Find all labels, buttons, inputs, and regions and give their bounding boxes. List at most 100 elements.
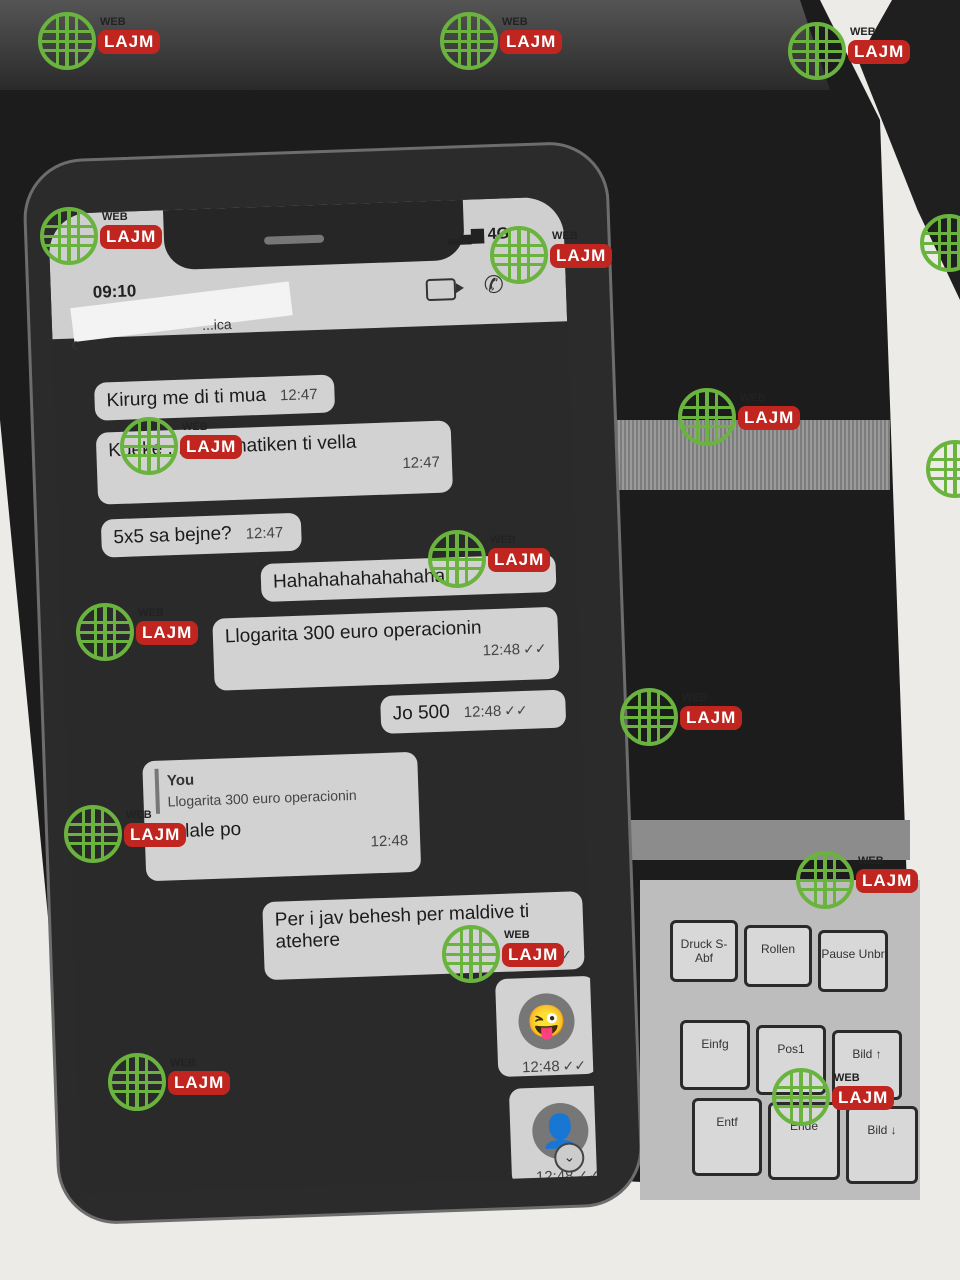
globe-icon: [440, 12, 498, 70]
message-text: 5x5 sa bejne?: [113, 523, 233, 549]
watermark-web: WEB: [100, 16, 126, 28]
key-scroll: Rollen: [744, 925, 812, 987]
watermark-logo: WEB LAJM: [678, 388, 808, 452]
watermark-badge: LAJM: [550, 244, 613, 268]
watermark-badge: LAJM: [832, 1086, 895, 1110]
globe-icon: [796, 851, 854, 909]
watermark-logo: WEB LAJM: [428, 530, 558, 594]
watermark-badge: LAJM: [488, 548, 551, 572]
message-text: Hahahahahahahaha: [272, 565, 446, 593]
phone-screen: 09:10 ▂▄▆4G ‹ ...ica ✆ Kirurg me di ti m…: [48, 196, 597, 1194]
watermark-logo: WEB LAJM: [40, 207, 170, 271]
watermark-web: WEB: [182, 421, 208, 433]
watermark-web: WEB: [552, 230, 578, 242]
watermark-badge: LAJM: [848, 40, 911, 64]
watermark-badge: LAJM: [502, 943, 565, 967]
watermark-web: WEB: [102, 211, 128, 223]
message-text: Jo 500: [392, 701, 451, 725]
watermark-web: WEB: [126, 809, 152, 821]
quote-text: Llogarita 300 euro operacionin: [167, 786, 357, 810]
message-incoming[interactable]: Kirurg me di ti mua 12:47: [93, 374, 336, 421]
watermark-badge: LAJM: [136, 621, 199, 645]
phone-notch: [162, 199, 465, 271]
watermark-web: WEB: [170, 1057, 196, 1069]
key-print: Druck S-Abf: [670, 920, 738, 982]
watermark-logo: WEB LAJM: [490, 226, 620, 290]
key-delete: Entf: [692, 1098, 762, 1176]
message-outgoing[interactable]: Llogarita 300 euro operacionin 12:48✓✓: [212, 606, 560, 691]
message-time: 12:48: [521, 1057, 560, 1077]
globe-icon: [38, 12, 96, 70]
message-sticker[interactable]: 😜 12:48✓✓: [495, 975, 597, 1078]
globe-icon: [620, 688, 678, 746]
watermark-logo: WEB LAJM: [38, 12, 168, 76]
signal-bars-icon: ▂▄▆: [447, 226, 484, 245]
watermark-logo: [920, 214, 960, 278]
watermark-logo: WEB LAJM: [620, 688, 750, 752]
watermark-logo: WEB LAJM: [772, 1068, 902, 1132]
watermark-web: WEB: [502, 16, 528, 28]
watermark-badge: LAJM: [680, 706, 743, 730]
contact-name[interactable]: ...ica: [201, 315, 232, 333]
watermark-web: WEB: [834, 1072, 860, 1084]
message-incoming[interactable]: 5x5 sa bejne? 12:47: [100, 512, 302, 558]
background-shelf-lower: [630, 820, 910, 860]
globe-icon: [76, 603, 134, 661]
watermark-badge: LAJM: [738, 406, 801, 430]
watermark-web: WEB: [740, 392, 766, 404]
message-text: Kirurg me di ti mua: [106, 384, 267, 412]
watermark-logo: WEB LAJM: [788, 22, 918, 86]
message-time: 12:47: [402, 453, 441, 473]
message-outgoing[interactable]: Jo 500 12:48✓✓: [380, 689, 567, 734]
watermark-logo: WEB LAJM: [796, 851, 926, 915]
watermark-logo: [926, 440, 960, 504]
watermark-web: WEB: [490, 534, 516, 546]
globe-icon: [108, 1053, 166, 1111]
read-receipt-icon: ✓✓: [503, 701, 528, 719]
watermark-logo: WEB LAJM: [120, 417, 250, 481]
watermark-logo: WEB LAJM: [76, 603, 206, 667]
back-arrow-icon[interactable]: ‹: [70, 331, 79, 357]
message-time: 12:48: [463, 702, 502, 722]
globe-icon: [788, 22, 846, 80]
watermark-badge: LAJM: [168, 1071, 231, 1095]
watermark-badge: LAJM: [124, 823, 187, 847]
watermark-badge: LAJM: [180, 435, 243, 459]
key-pause: Pause Unbr: [818, 930, 888, 992]
globe-icon: [772, 1068, 830, 1126]
globe-icon: [64, 805, 122, 863]
message-sticker[interactable]: 👤 12:48✓✓: [508, 1085, 597, 1187]
watermark-web: WEB: [138, 607, 164, 619]
message-time: 12:48: [370, 832, 409, 851]
globe-icon: [920, 214, 960, 272]
message-time: 12:47: [279, 385, 318, 405]
status-time: 09:10: [92, 281, 137, 302]
keyboard-background: Druck S-Abf Rollen Pause Unbr Einfg Pos1…: [640, 880, 920, 1200]
watermark-web: WEB: [682, 692, 708, 704]
watermark-badge: LAJM: [856, 869, 919, 893]
globe-icon: [120, 417, 178, 475]
globe-icon: [442, 925, 500, 983]
watermark-logo: WEB LAJM: [442, 925, 572, 989]
globe-icon: [678, 388, 736, 446]
watermark-web: WEB: [504, 929, 530, 941]
watermark-logo: WEB LAJM: [64, 805, 194, 869]
message-time: 12:48: [482, 641, 521, 660]
watermark-web: WEB: [858, 855, 884, 867]
watermark-badge: LAJM: [100, 225, 163, 249]
read-receipt-icon: ✓✓: [562, 1057, 587, 1074]
watermark-web: WEB: [850, 26, 876, 38]
key-insert: Einfg: [680, 1020, 750, 1090]
read-receipt-icon: ✓✓: [522, 640, 547, 657]
message-time: 12:47: [245, 524, 284, 543]
speaker: [263, 234, 325, 245]
video-call-icon[interactable]: [425, 278, 457, 302]
globe-icon: [428, 530, 486, 588]
background-shelf: [610, 420, 890, 490]
globe-icon: [926, 440, 960, 498]
globe-icon: [40, 207, 98, 265]
watermark-badge: LAJM: [98, 30, 161, 54]
globe-icon: [490, 226, 548, 284]
watermark-logo: WEB LAJM: [108, 1053, 238, 1117]
